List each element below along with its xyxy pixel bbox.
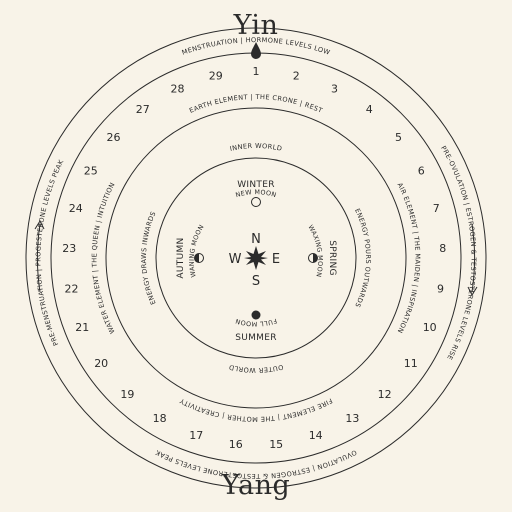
waxing-moon-label: WAXING MOON xyxy=(306,223,324,277)
day-number: 19 xyxy=(120,388,134,401)
day-number: 12 xyxy=(378,388,392,401)
compass-south: S xyxy=(252,274,260,289)
energy-inwards-label: ENERGY DRAWS INWARDS xyxy=(140,210,158,306)
compass-east: E xyxy=(272,252,280,267)
element-label-fire: FIRE ELEMENT | THE MOTHER | CREATIVITY xyxy=(178,396,334,423)
season-spring: SPRING xyxy=(327,240,337,276)
day-number: 11 xyxy=(404,357,418,370)
day-number: 2 xyxy=(293,69,300,82)
outer-ring xyxy=(25,27,487,489)
left-rotation-arc xyxy=(36,223,41,293)
compass-star-icon xyxy=(244,246,268,270)
day-number: 14 xyxy=(309,429,323,442)
season-summer: SUMMER xyxy=(235,333,277,343)
up-arrow-icon xyxy=(34,219,45,230)
waning-moon-icon xyxy=(194,253,204,263)
day-number: 5 xyxy=(395,131,402,144)
day-number: 22 xyxy=(65,282,79,295)
new-moon-label: NEW MOON xyxy=(235,188,278,199)
new-moon-icon xyxy=(251,197,261,207)
day-number: 8 xyxy=(439,242,446,255)
yin-title: Yin xyxy=(233,10,279,41)
compass-west: W xyxy=(229,252,242,267)
day-number: 17 xyxy=(189,429,203,442)
day-number: 26 xyxy=(107,131,121,144)
day-number: 1 xyxy=(253,65,260,78)
down-arrow-icon xyxy=(467,286,478,297)
outer-world-label: OUTER WORLD xyxy=(228,363,284,374)
waxing-moon-icon xyxy=(308,253,318,263)
day-number: 15 xyxy=(269,438,283,451)
day-number: 29 xyxy=(209,69,223,82)
drop-icon xyxy=(251,42,261,59)
day-number: 9 xyxy=(437,282,444,295)
day-number: 4 xyxy=(366,103,373,116)
full-moon-icon xyxy=(251,310,261,320)
element-label-earth: EARTH ELEMENT | THE CRONE | REST xyxy=(188,93,324,115)
energy-ring xyxy=(155,157,357,359)
day-number: 13 xyxy=(345,412,359,425)
compass: N S E W xyxy=(229,232,281,289)
season-autumn: AUTUMN xyxy=(176,237,186,278)
compass-north: N xyxy=(251,232,261,247)
day-number: 28 xyxy=(171,82,185,95)
yang-title: Yang xyxy=(221,470,291,501)
day-number: 16 xyxy=(229,438,243,451)
season-winter: WINTER xyxy=(237,180,275,190)
phase-label-pre-menstruation: PRE-MENSTRUATION | PROGESTERONE LEVELS P… xyxy=(34,158,65,347)
waning-moon-label: WANING MOON xyxy=(188,223,206,278)
day-number: 10 xyxy=(423,321,437,334)
day-number: 18 xyxy=(153,412,167,425)
day-number: 6 xyxy=(418,164,425,177)
element-label-air: AIR ELEMENT | THE MAIDEN | INSPIRATION xyxy=(396,181,422,334)
right-rotation-arc xyxy=(471,223,476,293)
element-label-water: WATER ELEMENT | THE QUEEN | INTUITION xyxy=(90,181,116,335)
phase-label-ovulation: OVULATION | ESTROGEN & TESTOSTERONE LEVE… xyxy=(154,448,358,480)
day-number: 21 xyxy=(75,321,89,334)
day-number: 24 xyxy=(69,202,83,215)
full-moon-label: FULL MOON xyxy=(234,317,277,328)
day-number: 7 xyxy=(433,202,440,215)
inner-world-label: INNER WORLD xyxy=(229,142,283,153)
element-ring xyxy=(105,107,407,409)
day-number: 23 xyxy=(62,242,76,255)
day-number: 27 xyxy=(136,103,150,116)
day-number: 3 xyxy=(331,82,338,95)
day-number: 25 xyxy=(84,164,98,177)
day-number: 20 xyxy=(94,357,108,370)
